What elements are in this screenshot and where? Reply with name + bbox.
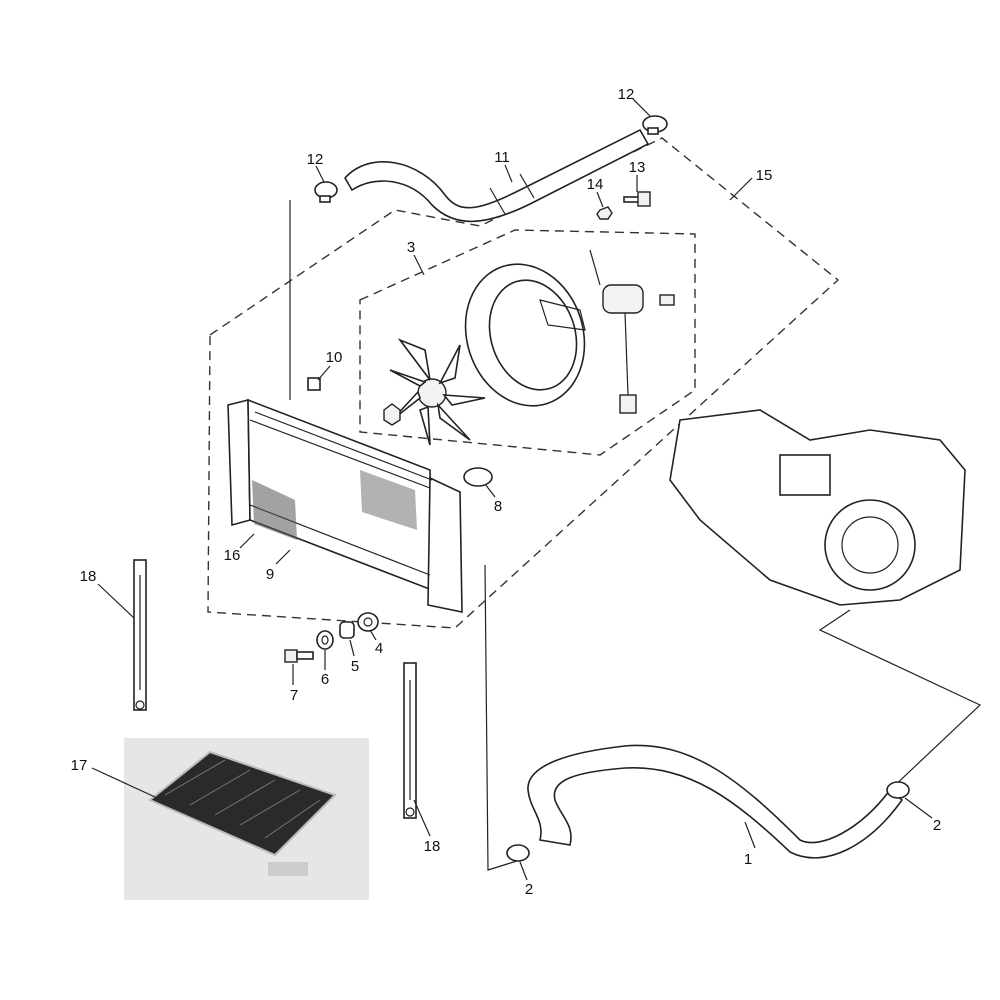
radiator-core-guard	[252, 470, 417, 540]
washer	[357, 612, 379, 632]
lower-coolant-hose	[527, 744, 904, 859]
callout-15: 15	[756, 167, 773, 184]
hose-clamp-lower-left	[506, 844, 530, 862]
callout-16: 16	[224, 547, 241, 564]
callout-13: 13	[629, 159, 646, 176]
leader-12a	[315, 165, 325, 183]
callout-12-left: 12	[307, 151, 324, 168]
leader-14	[596, 191, 604, 208]
callout-2-right: 2	[933, 817, 941, 834]
callout-18-left: 18	[80, 568, 97, 585]
grommet	[316, 630, 334, 650]
callout-3: 3	[407, 239, 415, 256]
group-15-outline	[207, 137, 840, 629]
hose-clamp-lower-right	[886, 781, 910, 799]
leader-15	[729, 177, 753, 201]
oil-cooler-photo	[124, 738, 369, 900]
engine-route	[818, 609, 982, 791]
leader-10	[317, 365, 331, 381]
leader-18a	[97, 583, 135, 619]
leader-16	[239, 533, 255, 549]
leader-1	[744, 821, 756, 849]
mounting-bracket-right	[403, 662, 417, 819]
group-3-outline	[359, 229, 696, 456]
leader-9	[275, 549, 291, 565]
leader-8	[484, 483, 496, 498]
callout-6: 6	[321, 671, 329, 688]
nut	[596, 206, 613, 220]
leader-4	[369, 629, 377, 641]
leader-3	[413, 254, 425, 276]
callout-10: 10	[326, 349, 343, 366]
callout-17: 17	[71, 757, 88, 774]
engine-unit	[669, 409, 966, 606]
clip-nut	[307, 377, 321, 391]
callout-2-left: 2	[525, 881, 533, 898]
callout-9: 9	[266, 566, 274, 583]
hose-clamp-upper-left	[314, 181, 338, 203]
leader-12b	[632, 98, 651, 117]
radiator-cap	[463, 467, 493, 487]
bolt	[284, 649, 314, 663]
callout-5: 5	[351, 658, 359, 675]
bolt-small	[623, 191, 651, 207]
leader-2b	[904, 797, 933, 819]
leader-18b	[413, 799, 431, 837]
leader-2a	[519, 861, 528, 881]
leader-5	[349, 639, 355, 657]
callout-12-right: 12	[618, 86, 635, 103]
leader-11	[504, 164, 513, 183]
callout-14: 14	[587, 176, 604, 193]
hose-clamp-upper-right	[642, 115, 668, 135]
leader-17	[91, 767, 156, 798]
cooling-fan-assembly	[383, 249, 675, 446]
callout-7: 7	[290, 687, 298, 704]
callout-1: 1	[744, 851, 752, 868]
callout-8: 8	[494, 498, 502, 515]
callout-4: 4	[375, 640, 383, 657]
callout-18-right: 18	[424, 838, 441, 855]
mounting-bracket-left	[133, 559, 147, 711]
upper-coolant-hose	[344, 128, 650, 223]
collar	[339, 621, 355, 639]
radiator	[227, 398, 463, 613]
hose-route-right	[484, 564, 521, 871]
callout-11: 11	[494, 149, 510, 166]
